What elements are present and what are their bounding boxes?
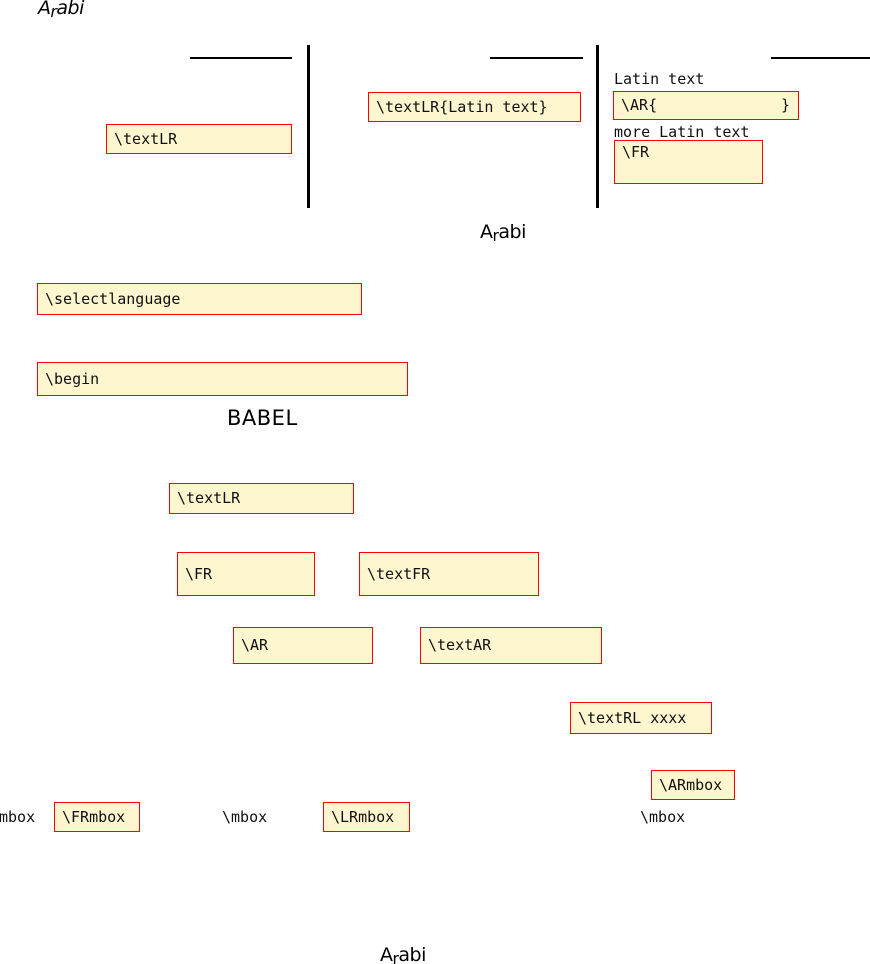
mbox-clipped-left: mbox [0, 808, 36, 826]
arabi-letter-a: A [380, 944, 393, 964]
mbox-right: \mbox [640, 808, 686, 826]
textfr-box-label: \textFR [367, 564, 431, 583]
fr-box-2[interactable]: \FR [177, 552, 315, 596]
lrmbox-box-label: \LRmbox [331, 807, 395, 826]
more-latin-text-line: more Latin text [614, 123, 750, 141]
latin-text-line: Latin text [614, 70, 705, 88]
ar-group-open: \AR{ [621, 96, 658, 114]
vertical-rule-1 [307, 45, 310, 208]
textlr-box-2-label: \textLR [177, 489, 241, 507]
arabi-letter-r: r [392, 950, 399, 964]
ar-group-close: } [780, 96, 790, 114]
fr-box-label: \FR [622, 143, 650, 161]
armbox-box[interactable]: \ARmbox [651, 770, 735, 800]
frmbox-box-label: \FRmbox [62, 807, 126, 826]
horizontal-rule-3 [771, 57, 870, 59]
textar-box[interactable]: \textAR [420, 627, 602, 664]
textar-box-label: \textAR [428, 636, 492, 654]
arabi-letter-r: r [50, 3, 57, 22]
ar-box[interactable]: \AR [233, 627, 373, 664]
begin-box[interactable]: \begin [37, 362, 408, 396]
ar-box-label: \AR [241, 636, 269, 654]
textlr-box[interactable]: \textLR [106, 124, 292, 154]
arabi-letter-a: A [480, 221, 493, 243]
arabi-letter-r: r [492, 227, 499, 246]
textrl-xxxx-box[interactable]: \textRL xxxx [570, 702, 712, 734]
textlr-box-label: \textLR [114, 129, 178, 148]
arabi-letters-abi: abi [56, 0, 84, 19]
textlr-latin-text-box-label: \textLR{Latin text} [376, 97, 548, 116]
horizontal-rule-2 [490, 57, 583, 59]
textlr-box-2[interactable]: \textLR [169, 483, 354, 514]
babel-label: BABEL [227, 406, 298, 430]
arabi-letter-a: A [38, 0, 51, 19]
fr-box[interactable]: \FR [614, 140, 763, 184]
mbox-middle: \mbox [222, 808, 268, 826]
fr-box-2-label: \FR [185, 564, 213, 583]
begin-box-label: \begin [45, 369, 100, 388]
vertical-rule-2 [596, 45, 599, 208]
textfr-box[interactable]: \textFR [359, 552, 539, 596]
lrmbox-box[interactable]: \LRmbox [323, 802, 410, 832]
frmbox-box[interactable]: \FRmbox [54, 802, 140, 832]
selectlanguage-box-label: \selectlanguage [45, 289, 181, 308]
textlr-latin-text-box[interactable]: \textLR{Latin text} [368, 92, 581, 122]
arabi-wordmark-middle: Arabi [480, 221, 526, 246]
arabi-wordmark-top: Arabi [38, 0, 84, 22]
armbox-box-label: \ARmbox [659, 775, 723, 794]
arabi-letters-abi: abi [498, 221, 526, 243]
ar-group-box[interactable]: \AR{ } [613, 91, 799, 120]
selectlanguage-box[interactable]: \selectlanguage [37, 283, 362, 315]
arabi-wordmark-bottom: Arabi [380, 946, 426, 964]
textrl-xxxx-box-label: \textRL xxxx [578, 708, 687, 727]
horizontal-rule-1 [190, 57, 292, 59]
arabi-letters-abi: abi [398, 944, 426, 964]
